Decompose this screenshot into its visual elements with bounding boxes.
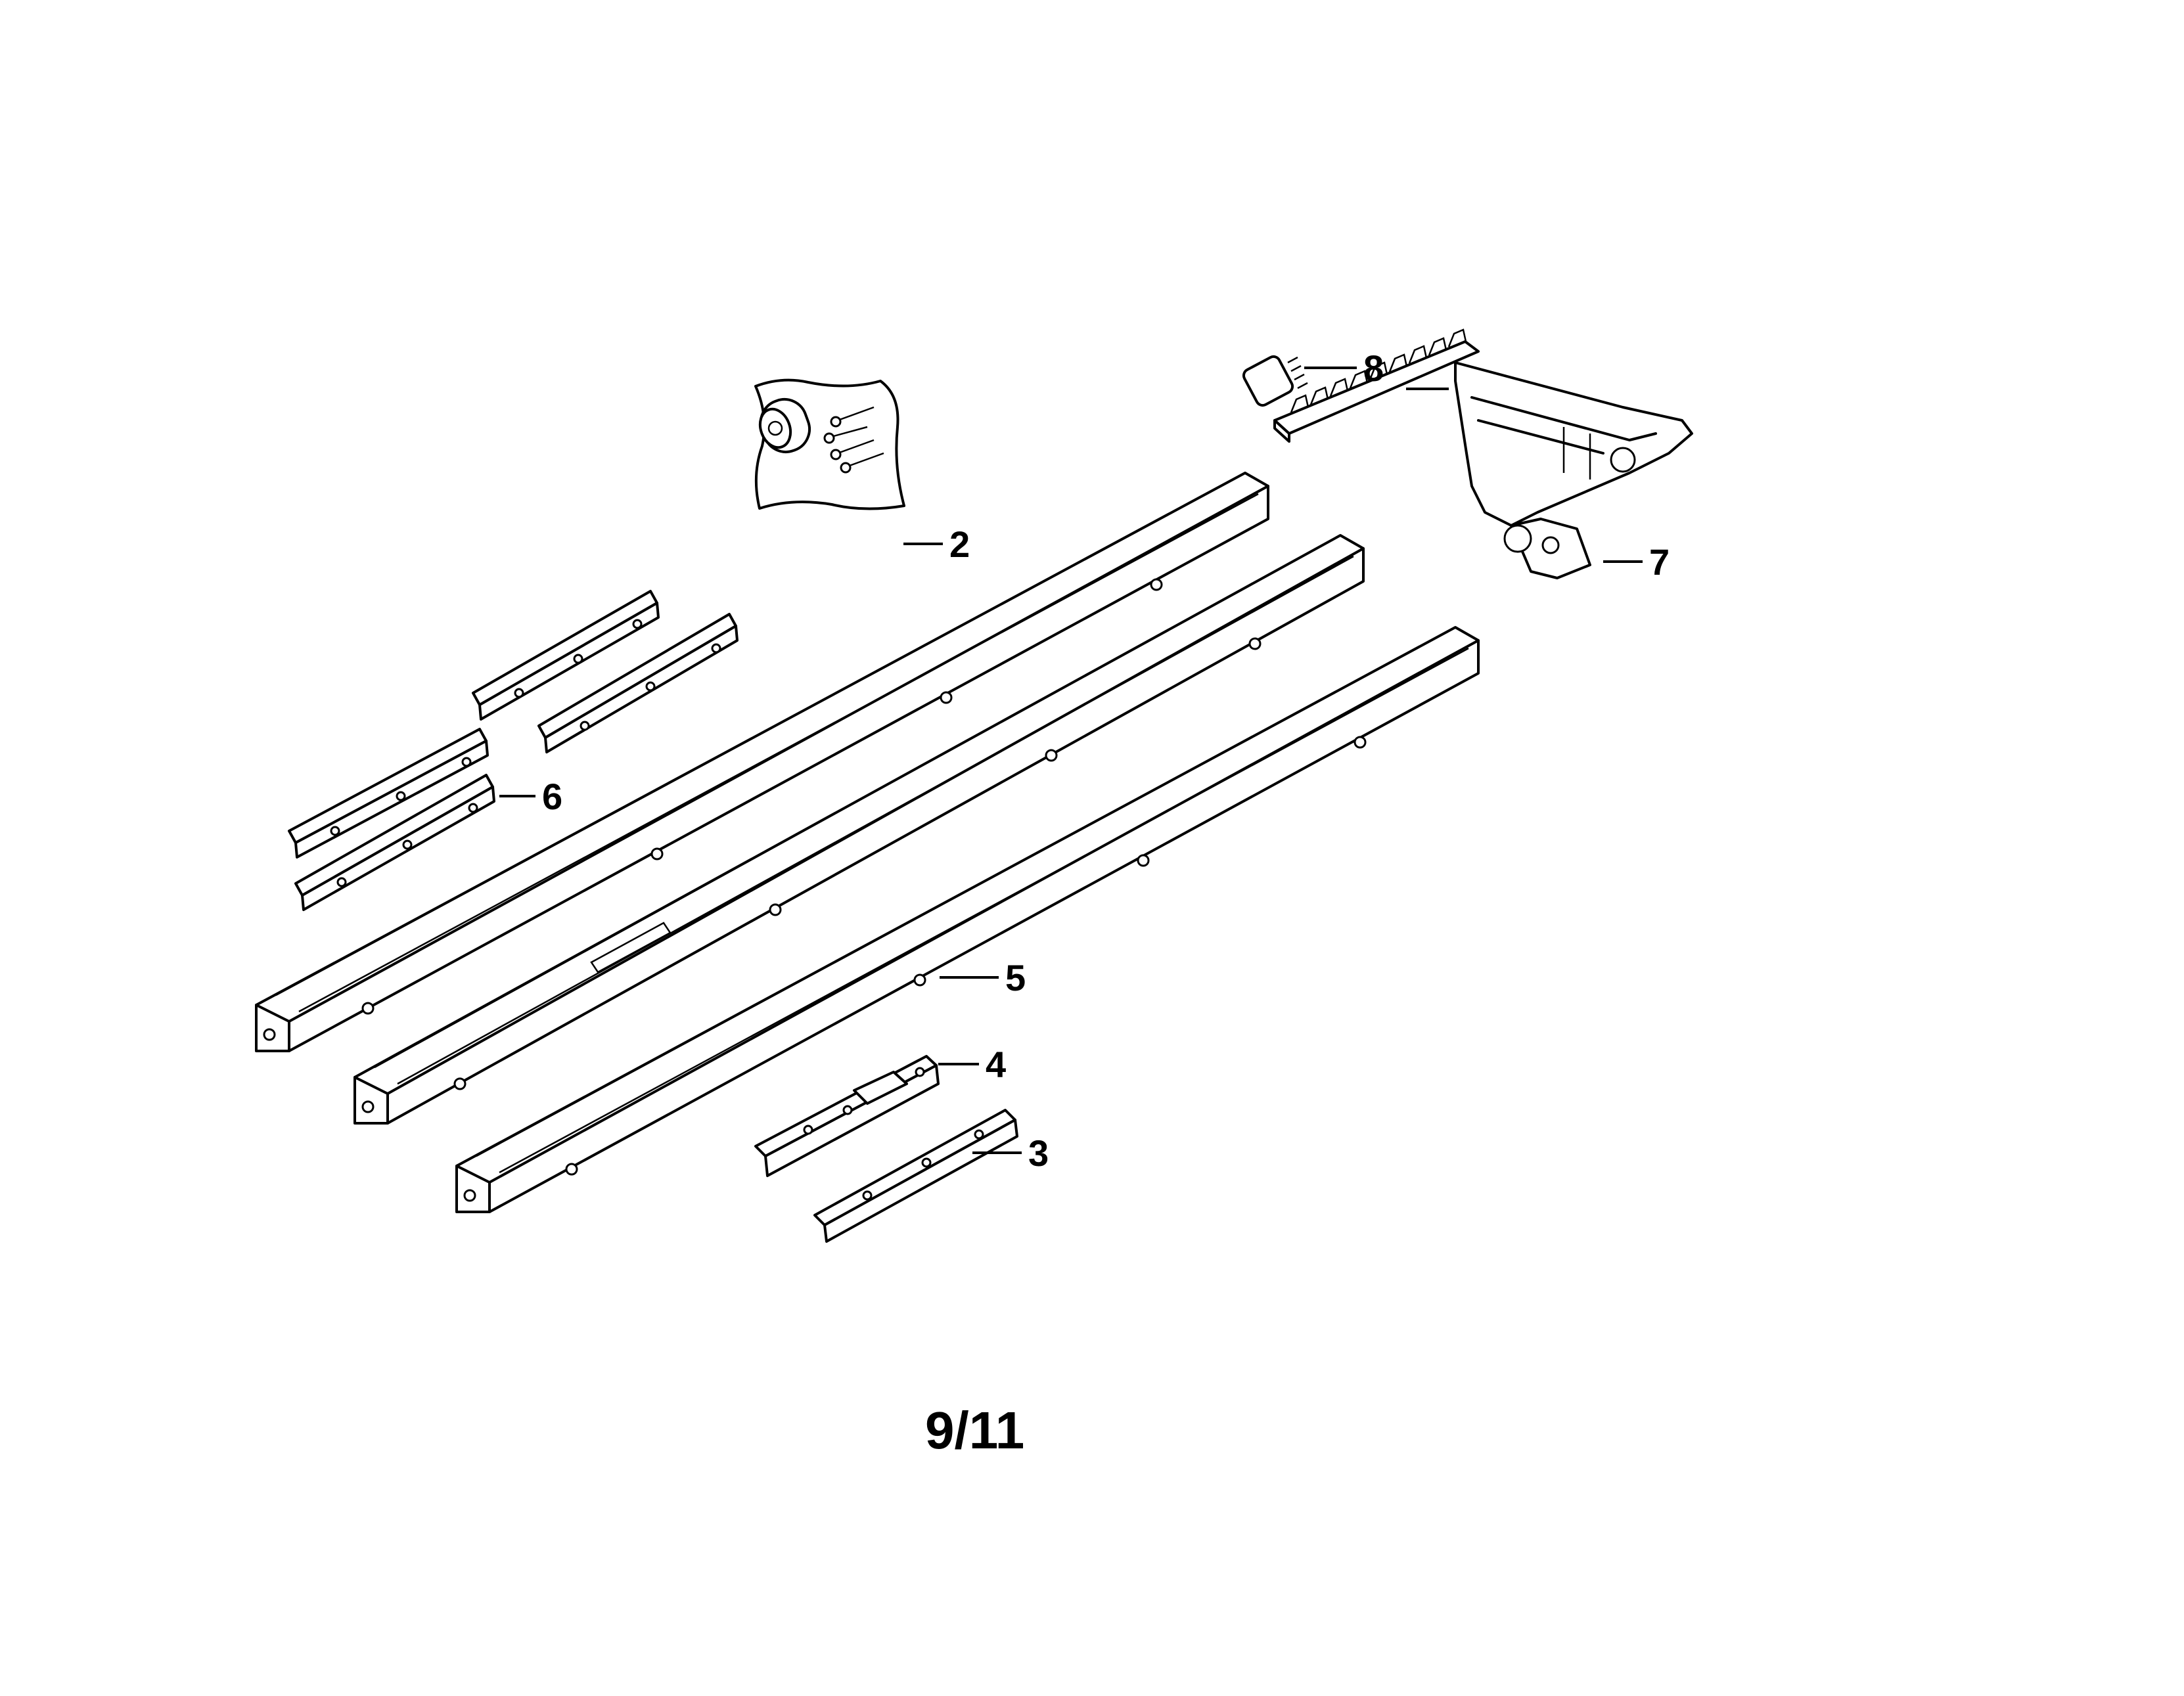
callout-4: 4 (986, 1044, 1006, 1085)
callout-3: 3 (1028, 1132, 1049, 1174)
part-3-bracket (813, 1109, 1018, 1243)
page-number: 9/11 (925, 1401, 1024, 1460)
callout-5: 5 (1005, 957, 1026, 998)
part-2-coupler-bag (754, 378, 905, 510)
part-8-sprocket (1242, 355, 1308, 407)
part-4-bracket (754, 1055, 940, 1177)
callout-8: 8 (1363, 347, 1384, 389)
callout-7: 7 (1649, 541, 1670, 583)
part-6-brackets (288, 590, 739, 911)
part-1-rack (1273, 328, 1480, 443)
callout-6: 6 (542, 776, 562, 817)
callout-2: 2 (949, 524, 970, 565)
part-7-trolley (1454, 361, 1693, 579)
part-5-rails (255, 472, 1480, 1213)
